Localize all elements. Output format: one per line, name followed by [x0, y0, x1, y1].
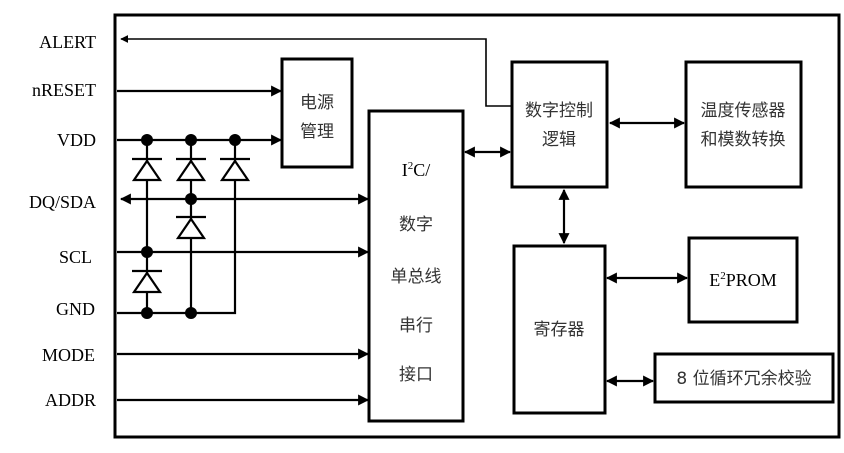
control-block-line-1: 数字控制 — [525, 101, 593, 121]
eeprom-block-label: E2PROM — [709, 270, 777, 290]
junction-dot — [141, 307, 153, 319]
pin-label-gnd: GND — [56, 299, 95, 319]
power-block-line-2: 管理 — [300, 122, 334, 142]
interface-block-line-4: 串行 — [399, 316, 433, 336]
crc-block — [653, 352, 835, 404]
esd-diode — [175, 157, 207, 182]
pin-label-nreset: nRESET — [32, 80, 96, 100]
pin-label-dq-sda: DQ/SDA — [29, 192, 96, 212]
interface-block-line-2: 数字 — [399, 215, 433, 235]
gnd-wire — [117, 140, 237, 315]
junction-dot — [141, 134, 153, 146]
interface-block-line-5: 接口 — [399, 365, 433, 385]
sensor-block-line-2: 和模数转换 — [701, 130, 786, 150]
eeprom-block — [687, 236, 799, 324]
serial-interface-block — [367, 109, 465, 423]
junction-dot — [229, 134, 241, 146]
pin-label-addr: ADDR — [45, 390, 96, 410]
junction-dot — [185, 307, 197, 319]
control-block-line-2: 逻辑 — [542, 130, 576, 150]
power-block-line-1: 电源 — [300, 93, 334, 113]
pin-label-scl: SCL — [59, 247, 92, 267]
interface-block-line-3: 单总线 — [391, 267, 442, 287]
sensor-block-line-1: 温度传感器 — [701, 101, 786, 121]
esd-diode — [175, 215, 207, 240]
crc-block-label: 8 位循环冗余校验 — [676, 369, 811, 389]
esd-diode — [219, 157, 251, 182]
pin-label-alert: ALERT — [39, 32, 96, 52]
junction-dot — [185, 134, 197, 146]
digital-control-block — [510, 60, 609, 189]
pin-label-mode: MODE — [42, 345, 95, 365]
alert-wire — [120, 35, 512, 107]
junction-dot — [185, 193, 197, 205]
interface-block-line-1: I2C/ — [402, 160, 431, 180]
esd-diode — [131, 157, 163, 182]
register-block — [512, 244, 607, 415]
power-management-block — [280, 57, 354, 169]
junction-dot — [141, 246, 153, 258]
chip-boundary — [113, 13, 841, 439]
register-block-label: 寄存器 — [534, 320, 585, 340]
pin-label-vdd: VDD — [57, 130, 96, 150]
temperature-sensor-adc-block — [684, 60, 803, 189]
esd-diode — [131, 269, 163, 294]
